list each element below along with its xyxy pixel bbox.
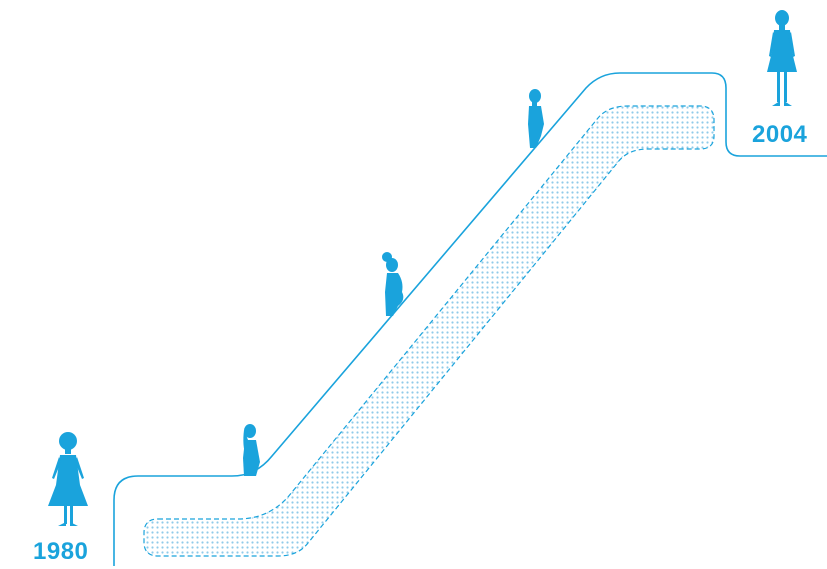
end-year-label: 2004 [752, 123, 807, 147]
woman-1980-standing-icon [48, 432, 88, 526]
escalator-body [144, 106, 714, 556]
woman-escalator-low-icon [243, 424, 260, 476]
start-year-label: 1980 [33, 540, 88, 564]
woman-2004-standing-icon [767, 10, 797, 106]
